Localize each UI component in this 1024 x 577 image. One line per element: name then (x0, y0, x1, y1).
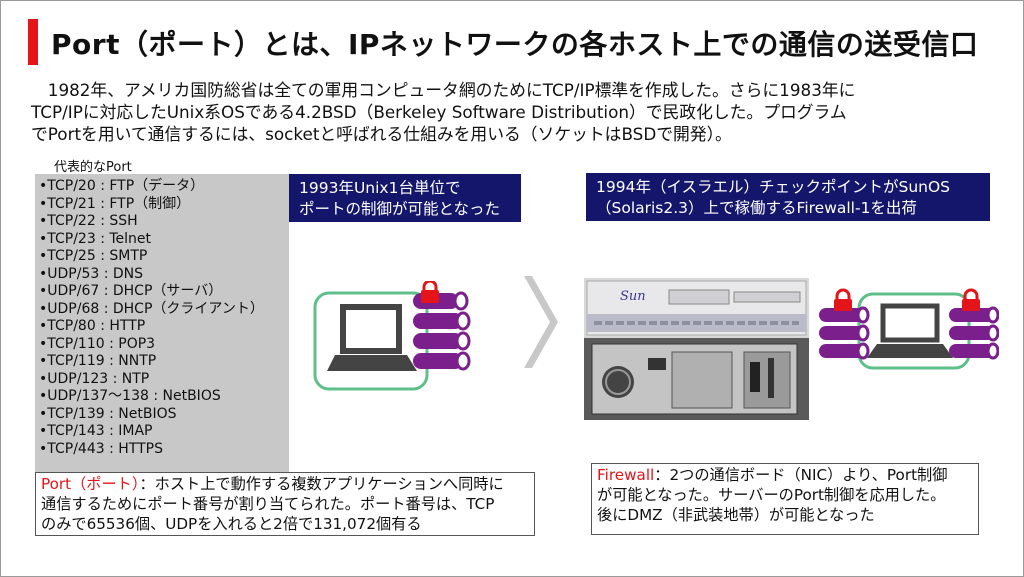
lock-icon (421, 281, 439, 303)
intro-line: 1982年、アメリカ国防総省は全ての軍用コンピュータ網のためにTCP/IP標準を… (31, 80, 856, 100)
ports-list: •TCP/20 : FTP（データ） •TCP/21 : FTP（制御） •TC… (35, 174, 289, 458)
note-text: ：ホスト上で動作する複数アプリケーションへ同時に (139, 475, 504, 493)
title-accent-bar (28, 19, 38, 65)
laptop-base (867, 344, 953, 358)
label-1994-line: 1994年（イスラエル）チェックポイントがSunOS (596, 178, 951, 196)
port-item: •UDP/67 : DHCP（サーバ） (39, 283, 223, 299)
port-item: •TCP/110 : POP3 (39, 335, 156, 352)
laptop-port-illustration (313, 281, 471, 391)
ports-caption: 代表的なPort (54, 160, 132, 175)
firewall-definition-note: Firewall：2つの通信ボード（NIC）より、Port制御 が可能となった。… (591, 463, 979, 535)
port-item: •TCP/21 : FTP（制御） (39, 195, 191, 212)
port-item: •TCP/443 : HTTPS (39, 440, 163, 457)
firewall-laptop-illustration (819, 288, 999, 370)
note-text: ：2つの通信ボード（NIC）より、Port制御 (654, 466, 948, 484)
note-line: 通信するためにポート番号が割り当てられた。ポート番号は、TCP (41, 495, 495, 513)
server-brand-logo: Sun (620, 289, 646, 304)
intro-line: でPortを用いて通信するには、socketと呼ばれる仕組みを用いる（ソケットは… (31, 124, 732, 144)
note-term: Port（ポート） (41, 475, 140, 493)
port-item: •UDP/53 : DNS (39, 265, 144, 282)
label-1994-line: （Solaris2.3）上で稼働するFirewall-1を出荷 (596, 199, 917, 217)
label-1993-line: ポートの制御が可能となった (299, 200, 501, 218)
port-item: •TCP/119 : NNTP (39, 353, 157, 369)
note-line: Firewall：2つの通信ボード（NIC）より、Port制御 (597, 465, 973, 485)
port-item: •TCP/22 : SSH (39, 213, 138, 229)
note-line: 後にDMZ（非武装地帯）が可能となった (597, 506, 875, 524)
port-item: •TCP/25 : SMTP (39, 248, 148, 264)
port-stack-icon (819, 306, 870, 360)
intro-line: TCP/IPに対応したUnix系OSである4.2BSD（Berkeley Sof… (31, 102, 847, 122)
lock-icon (962, 288, 980, 311)
port-item: •UDP/137～138 : NetBIOS (39, 388, 221, 404)
port-item: •TCP/80 : HTTP (39, 318, 146, 334)
port-stack-icon (949, 306, 999, 360)
page-title: Port（ポート）とは、IPネットワークの各ホスト上での通信の送受信口 (51, 28, 979, 61)
chevron-right-icon (524, 276, 558, 368)
port-item: •TCP/139 : NetBIOS (39, 405, 177, 422)
port-item: •UDP/123 : NTP (39, 370, 150, 387)
lock-icon (834, 288, 852, 311)
laptop-base (327, 355, 417, 371)
port-item: •UDP/68 : DHCP（クライアント） (39, 300, 264, 317)
port-definition-note: Port（ポート）：ホスト上で動作する複数アプリケーションへ同時に 通信するため… (35, 472, 535, 536)
port-stack-icon (413, 291, 471, 371)
label-1993: 1993年Unix1台単位で ポートの制御が可能となった (289, 174, 521, 222)
laptop-icon (880, 303, 940, 343)
port-item: •TCP/23 : Telnet (39, 230, 152, 247)
ports-list-box: •TCP/20 : FTP（データ） •TCP/21 : FTP（制御） •TC… (35, 174, 289, 472)
note-term: Firewall (597, 466, 655, 484)
note-line: が可能となった。サーバーのPort制御を応用した。 (597, 486, 946, 504)
port-item: •TCP/20 : FTP（データ） (39, 178, 205, 194)
sun-server-photo: Sun (584, 278, 809, 420)
port-item: •TCP/143 : IMAP (39, 423, 153, 439)
note-line: のみで65536個、UDPを入れると2倍で131,072個有る (41, 515, 422, 533)
intro-text: 1982年、アメリカ国防総省は全ての軍用コンピュータ網のためにTCP/IP標準を… (31, 79, 1006, 145)
note-line: Port（ポート）：ホスト上で動作する複数アプリケーションへ同時に (41, 474, 529, 494)
label-1993-line: 1993年Unix1台単位で (299, 179, 461, 197)
label-1994: 1994年（イスラエル）チェックポイントがSunOS （Solaris2.3）上… (586, 173, 990, 221)
laptop-icon (340, 304, 402, 354)
